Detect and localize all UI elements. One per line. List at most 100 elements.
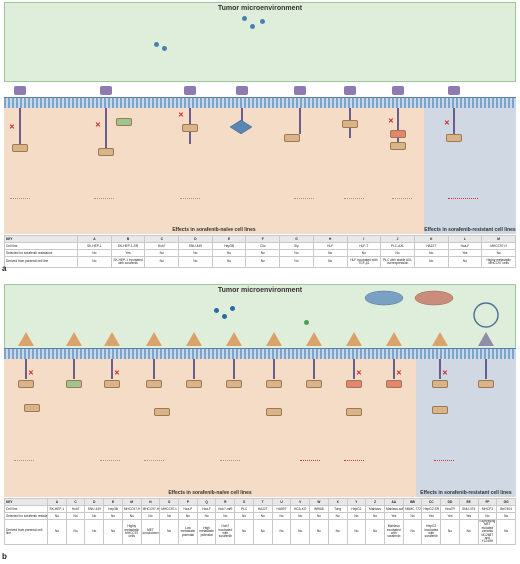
signaling-protein-node [66, 380, 82, 388]
signaling-protein-node [116, 118, 132, 126]
receptor-icon [294, 86, 306, 95]
table-cell: MHCC97-H [121, 505, 142, 513]
table-cell: No [47, 519, 67, 545]
inhibition-x-icon: ✕ [114, 370, 120, 377]
table-cell: HepG2 [346, 505, 367, 513]
table-cell: No [245, 249, 281, 257]
table-cell: No [103, 519, 123, 545]
table-cell: A [47, 498, 67, 506]
signal-pathway-line [485, 359, 487, 379]
table-cell: Z [365, 498, 385, 506]
table-cell: No [312, 249, 348, 257]
table-cell: F [245, 235, 281, 243]
signaling-protein-node [306, 380, 322, 388]
met-receptor-icon [186, 332, 202, 346]
signaling-protein-node [390, 130, 406, 138]
signal-pathway-line [353, 359, 355, 379]
table-cell: No [159, 512, 180, 520]
table-cell: No [47, 512, 67, 520]
signaling-protein-node [346, 408, 362, 416]
table-cell: Bel7404 [496, 505, 516, 513]
signal-pathway-line [273, 359, 275, 379]
receptor-icon [14, 86, 26, 95]
table-cell: No [178, 512, 198, 520]
table-cell: O [159, 498, 180, 506]
table-cell: No [402, 519, 423, 545]
table-cell: Yes [447, 249, 483, 257]
met-receptor-icon [386, 332, 402, 346]
table-cell: BB [402, 498, 423, 506]
met-receptor-icon [66, 332, 82, 346]
table-cell: No [346, 512, 367, 520]
panel-letter-b: b [2, 552, 7, 561]
effect-note-line [180, 198, 200, 199]
signaling-protein-node [146, 380, 162, 388]
ligand-molecule [214, 308, 219, 313]
signal-pathway-line [73, 359, 75, 379]
table-cell: No [65, 512, 86, 520]
table-cell: G [279, 235, 314, 243]
table-cell: X [327, 498, 348, 506]
inhibition-x-icon: ✕ [356, 370, 362, 377]
table-cell: No [211, 256, 247, 268]
table-cell: No [103, 512, 123, 520]
macrophage-cycle-icon [473, 302, 499, 328]
table-cell: AA [383, 498, 404, 506]
table-cell: SK-HEP-1 incubated with sorafenib [110, 256, 146, 268]
table-cell: No [346, 249, 382, 257]
table-cell: No [196, 512, 217, 520]
naive-effects-title: Effects in sorafenib-naïve cell lines [168, 490, 252, 496]
table-row: Selected for sorafenib resistanceNoNoNoN… [4, 512, 516, 520]
table-cell: Hca-F [447, 242, 483, 250]
met-receptor-icon [306, 332, 322, 346]
table-cell: H [312, 235, 348, 243]
table-cell: Mahlavu [365, 505, 385, 513]
table-cell: MHCC97-H MET KO [140, 505, 161, 513]
ligand-molecule [304, 320, 309, 325]
ligand-molecule [162, 46, 167, 51]
ligand-molecule [154, 42, 159, 47]
table-cell: N [140, 498, 161, 506]
table-cell: CC [421, 498, 442, 506]
signal-pathway-line [153, 359, 155, 379]
ligand-molecule [222, 314, 227, 319]
met-receptor-icon [104, 332, 120, 346]
table-cell: No [252, 519, 273, 545]
met-receptor-icon [226, 332, 242, 346]
table-cell: No [481, 249, 516, 257]
effect-note-line [144, 460, 164, 461]
ligand-molecule [260, 19, 265, 24]
effect-note-line [300, 460, 320, 461]
table-cell: No [159, 519, 180, 545]
inhibition-x-icon: ✕ [388, 118, 394, 125]
table-cell: SNU-475 [458, 505, 479, 513]
table-cell: D [178, 235, 213, 243]
table-cell: PLC-AXL [380, 242, 415, 250]
table-cell: No [290, 519, 311, 545]
effect-note-line [294, 198, 314, 199]
table-cell: T [252, 498, 273, 506]
table-cell: DD [440, 498, 460, 506]
inhibition-x-icon: ✕ [396, 370, 402, 377]
table-cell: No [84, 519, 105, 545]
table-row-label: KEY [4, 235, 78, 243]
table-cell: No [279, 249, 314, 257]
table-cell: No [346, 519, 367, 545]
table-cell: E [103, 498, 123, 506]
kinase-diamond-icon [230, 120, 252, 134]
inhibition-x-icon: ✕ [95, 122, 101, 129]
signaling-protein-node [104, 380, 120, 388]
table-cell: No [77, 249, 112, 257]
table-cell: R [215, 498, 236, 506]
table-cell: M [121, 498, 142, 506]
table-cell: No [440, 519, 460, 545]
table-cell: HLF-T [346, 242, 382, 250]
table-cell: No [215, 512, 236, 520]
table-cell: HA22T [252, 505, 273, 513]
signaling-protein-node [154, 408, 170, 416]
table-cell: Huh7 [144, 242, 180, 250]
table-row-label: Cell line [4, 505, 48, 513]
